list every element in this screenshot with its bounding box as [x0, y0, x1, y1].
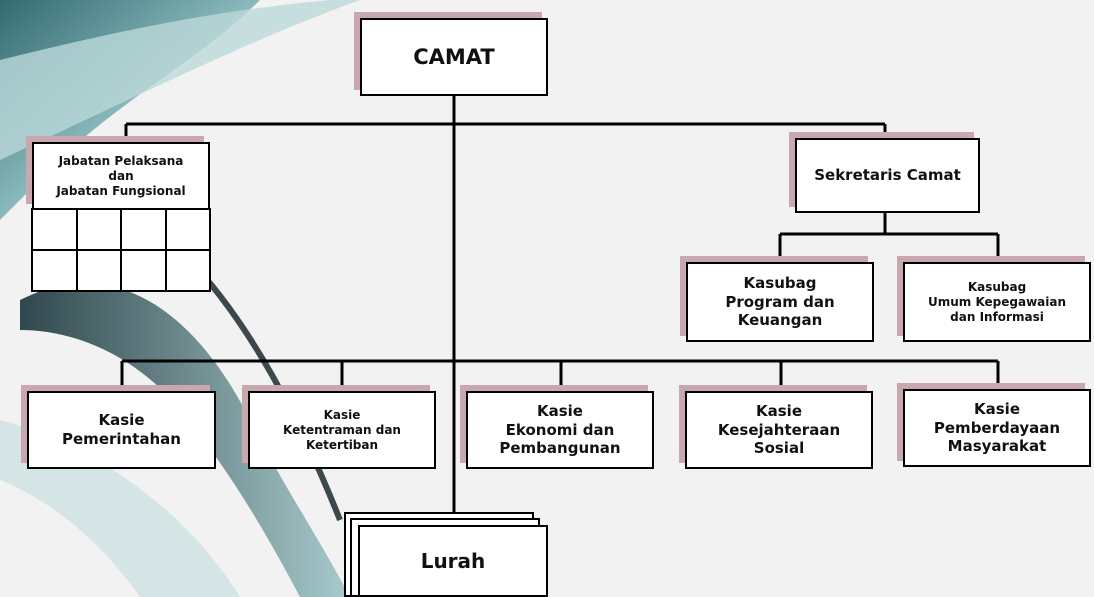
kasubag-umum-box: Kasubag Umum Kepegawaian dan Informasi [903, 262, 1091, 342]
grid-cell [164, 249, 211, 292]
grid-cell [75, 208, 122, 251]
jabatan-label: Jabatan Pelaksana dan Jabatan Fungsional [56, 153, 186, 198]
grid-cell [120, 249, 167, 292]
kasie-pemerintahan-label: Kasie Pemerintahan [62, 411, 181, 448]
kasie-ekonomi-box: Kasie Ekonomi dan Pembangunan [466, 391, 654, 469]
kasie-ekonomi-label: Kasie Ekonomi dan Pembangunan [499, 401, 621, 458]
camat-label: CAMAT [413, 44, 495, 69]
sekretaris-label: Sekretaris Camat [814, 166, 961, 185]
kasubag-program-box: Kasubag Program dan Keuangan [686, 262, 874, 342]
grid-cell [164, 208, 211, 251]
kasie-pemberdayaan-box: Kasie Pemberdayaan Masyarakat [903, 389, 1091, 467]
kasie-pemberdayaan-label: Kasie Pemberdayaan Masyarakat [933, 399, 1061, 456]
kasie-ketentraman-label: Kasie Ketentraman dan Ketertiban [283, 407, 401, 452]
lurah-label: Lurah [420, 548, 486, 573]
kasubag-program-label: Kasubag Program dan Keuangan [725, 273, 835, 330]
grid-cell [31, 208, 78, 251]
kasubag-umum-label: Kasubag Umum Kepegawaian dan Informasi [927, 279, 1067, 324]
kasie-kesejahteraan-box: Kasie Kesejahteraan Sosial [685, 391, 873, 469]
sekretaris-box: Sekretaris Camat [795, 138, 980, 213]
jabatan-box: Jabatan Pelaksana dan Jabatan Fungsional [32, 142, 210, 210]
kasie-kesejahteraan-label: Kasie Kesejahteraan Sosial [717, 401, 841, 458]
camat-box: CAMAT [360, 18, 548, 96]
kasie-pemerintahan-box: Kasie Pemerintahan [27, 391, 216, 469]
grid-cell [31, 249, 78, 292]
jabatan-grid [31, 208, 211, 292]
grid-cell [120, 208, 167, 251]
kasie-ketentraman-box: Kasie Ketentraman dan Ketertiban [248, 391, 436, 469]
grid-cell [75, 249, 122, 292]
lurah-box: Lurah [358, 525, 548, 597]
